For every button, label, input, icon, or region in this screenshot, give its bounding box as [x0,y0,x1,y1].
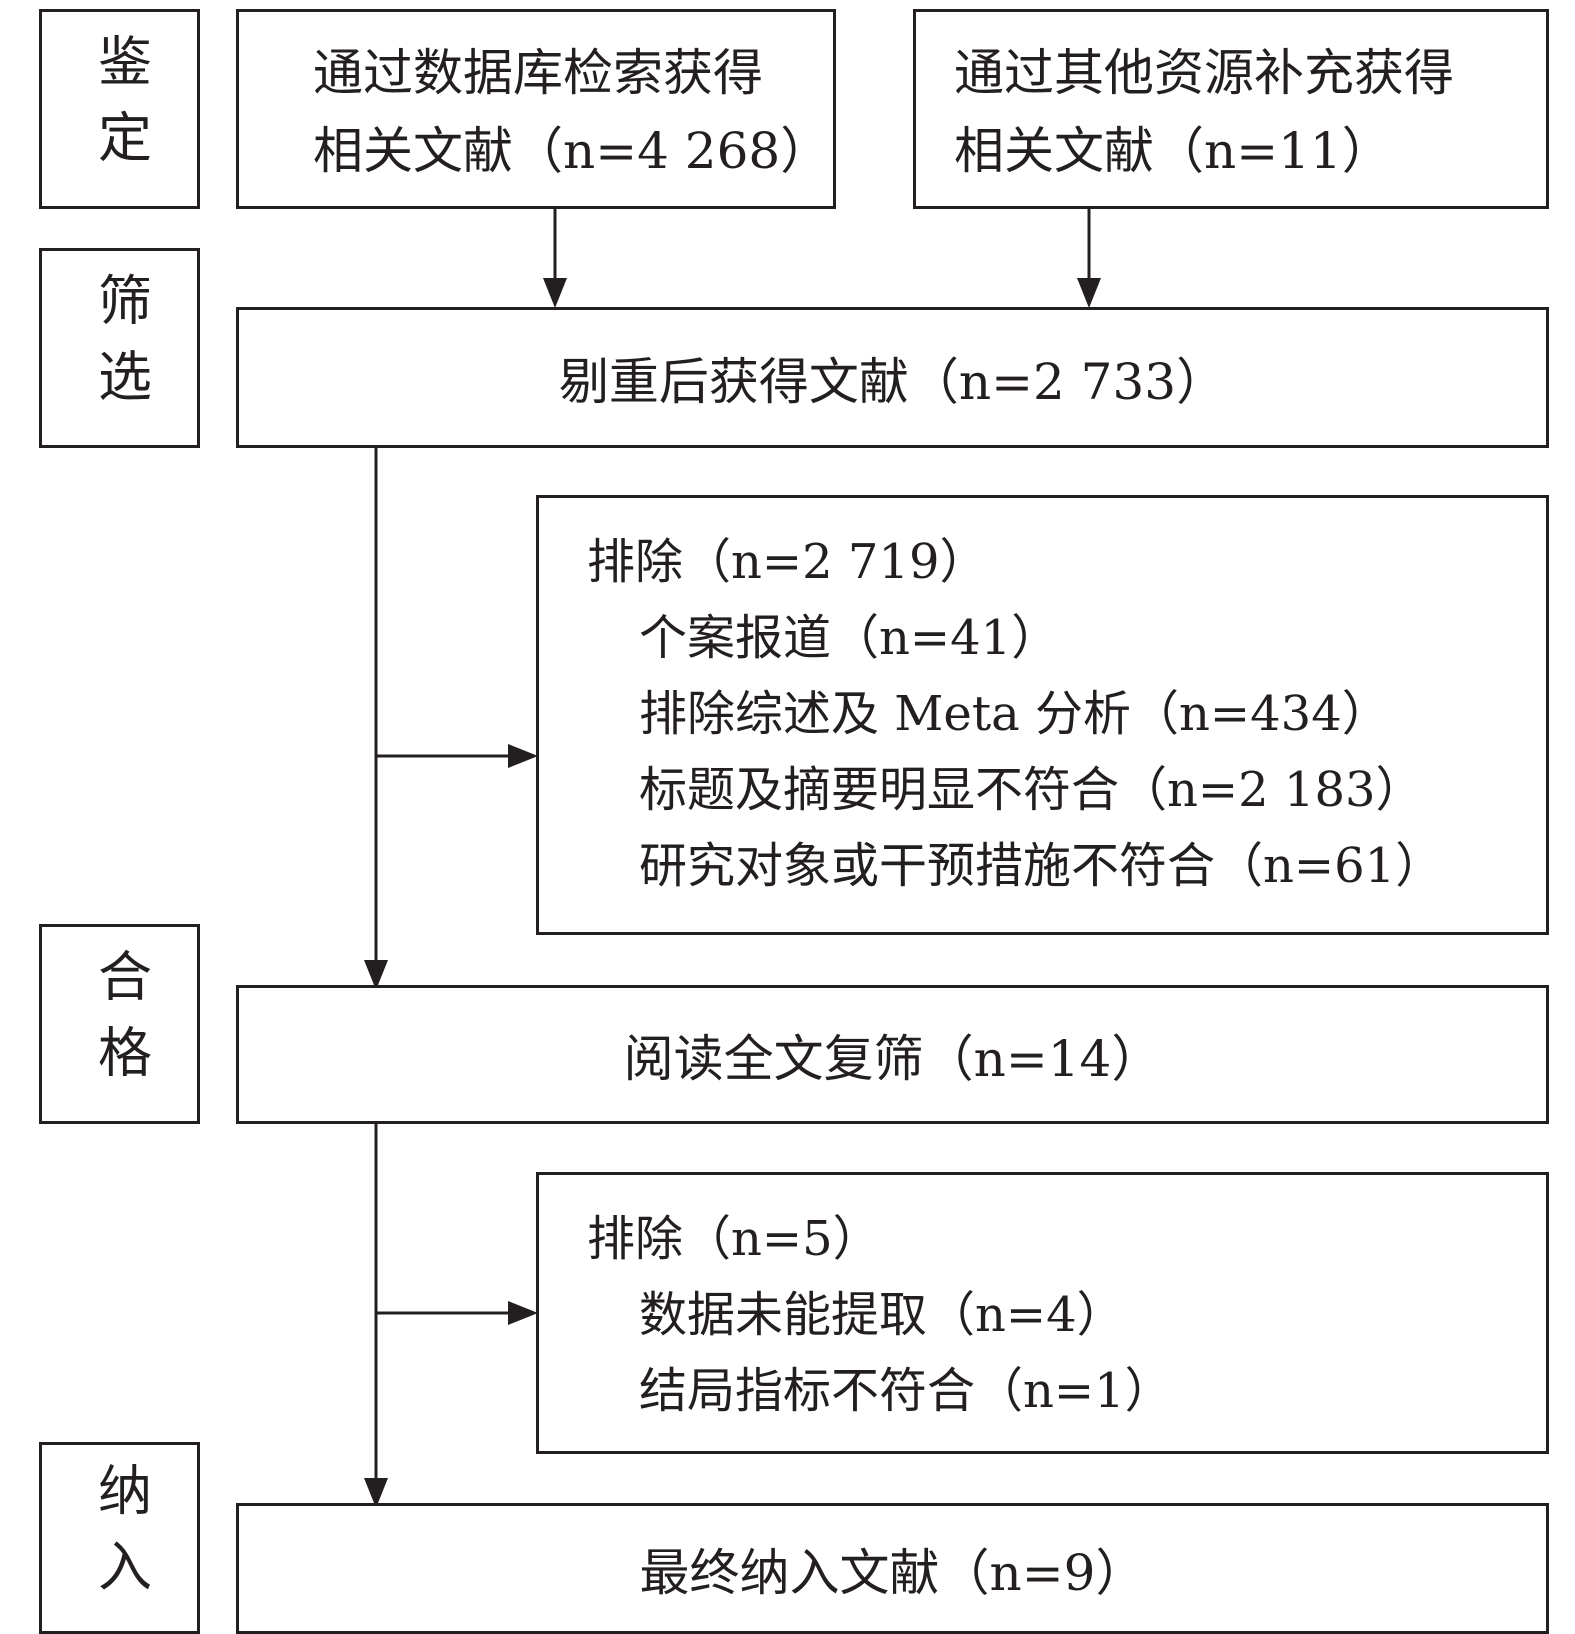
database-records-line1: 通过数据库检索获得 [313,44,763,102]
exclusion-screening-item: 个案报道（n=41） [639,610,1060,666]
database-records-box: 通过数据库检索获得 相关文献（n=4 268） [236,9,836,209]
other-sources-line1: 通过其他资源补充获得 [954,44,1454,102]
fulltext-review-box: 阅读全文复筛（n=14） [236,985,1549,1124]
stage-included-label: 纳入 [88,1462,152,1614]
final-included-text: 最终纳入文献（n=9） [639,1543,1146,1602]
exclusion-fulltext-item: 数据未能提取（n=4） [639,1287,1125,1343]
exclusion-screening-item: 标题及摘要明显不符合（n=2 183） [639,762,1424,818]
other-sources-line2: 相关文献（n=11） [954,122,1392,180]
arrowhead-exclude1 [508,744,538,768]
stage-eligibility: 合格 [39,924,200,1124]
stage-screening: 筛选 [39,248,200,448]
other-sources-box: 通过其他资源补充获得 相关文献（n=11） [913,9,1549,209]
exclusion-screening-item: 研究对象或干预措施不符合（n=61） [639,838,1444,894]
exclusion-screening-title: 排除（n=2 719） [587,534,988,590]
exclusion-screening-box: 排除（n=2 719） 个案报道（n=41） 排除综述及 Meta 分析（n=4… [536,495,1549,935]
exclusion-fulltext-item: 结局指标不符合（n=1） [639,1363,1173,1419]
exclusion-fulltext-box: 排除（n=5） 数据未能提取（n=4） 结局指标不符合（n=1） [536,1172,1549,1454]
arrowhead-final [364,1478,388,1508]
exclusion-fulltext-title: 排除（n=5） [587,1211,881,1267]
database-records-line2: 相关文献（n=4 268） [313,122,831,180]
arrowhead-fulltext [364,960,388,990]
arrowhead-other [1077,278,1101,308]
fulltext-review-text: 阅读全文复筛（n=14） [623,1029,1162,1088]
arrowhead-exclude2 [508,1301,538,1325]
stage-identification-label: 鉴定 [88,33,152,185]
stage-identification: 鉴定 [39,9,200,209]
final-included-box: 最终纳入文献（n=9） [236,1503,1549,1634]
arrowhead-database [543,278,567,308]
stage-eligibility-label: 合格 [88,948,152,1100]
dedup-records-text: 剔重后获得文献（n=2 733） [558,352,1227,411]
stage-included: 纳入 [39,1442,200,1634]
stage-screening-label: 筛选 [88,272,152,424]
dedup-records-box: 剔重后获得文献（n=2 733） [236,307,1549,448]
exclusion-screening-item: 排除综述及 Meta 分析（n=434） [639,686,1390,742]
